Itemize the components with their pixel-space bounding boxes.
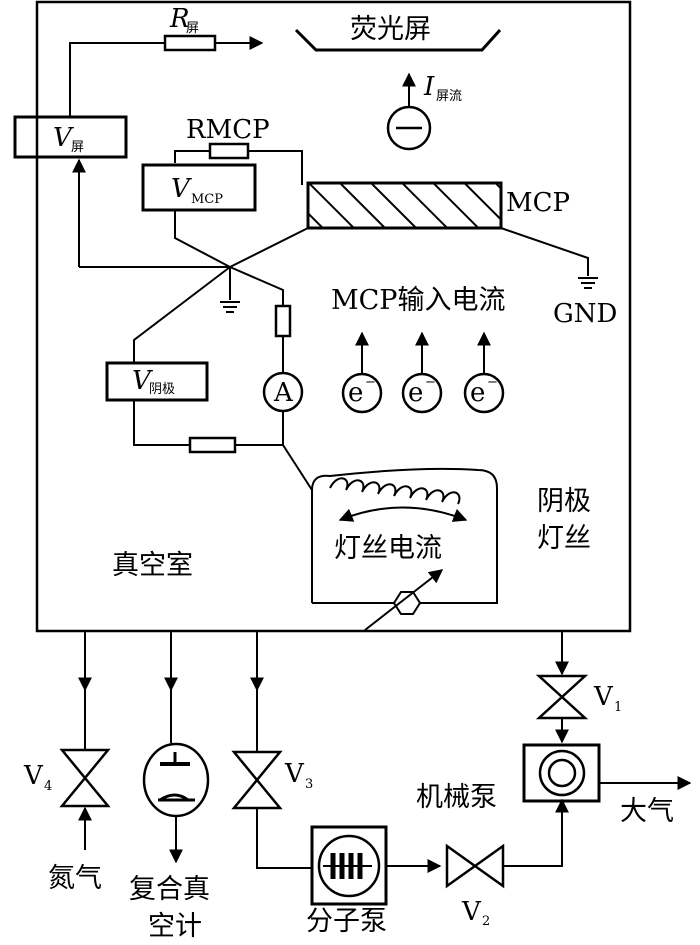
vacuum-chamber-box bbox=[35, 0, 632, 633]
electron-3-label: e bbox=[470, 378, 485, 408]
v-screen-label: V bbox=[53, 123, 74, 153]
v2-label: V bbox=[461, 897, 482, 927]
v2-sub: 2 bbox=[482, 914, 490, 929]
cathode-filament-line2: 灯丝 bbox=[537, 523, 591, 554]
phosphor-screen-shape bbox=[294, 28, 502, 52]
rmcp-label: RMCP bbox=[186, 115, 270, 145]
ammeter-series-resistor bbox=[274, 304, 292, 338]
v3-sub: 3 bbox=[305, 777, 313, 792]
cathode-filament-line1: 阴极 bbox=[537, 486, 591, 517]
v3-valve bbox=[231, 750, 283, 810]
filament-adjust-arrow bbox=[364, 569, 444, 631]
v-cathode-sub: 阴极 bbox=[149, 382, 175, 397]
rmcp-wire bbox=[174, 150, 210, 163]
r-screen-label: R bbox=[169, 4, 190, 34]
electron-1-sup: − bbox=[365, 375, 376, 390]
phosphor-screen-label: 荧光屏 bbox=[350, 14, 431, 45]
nitrogen-label: 氮气 bbox=[48, 863, 102, 894]
compound-gauge-line1: 复合真 bbox=[129, 874, 210, 905]
v-cathode-label: V bbox=[132, 366, 153, 396]
v2-valve bbox=[445, 843, 505, 889]
v4-sub: 4 bbox=[44, 779, 52, 794]
screen-supply-wire bbox=[69, 42, 165, 117]
mcp-ground-wire bbox=[500, 227, 589, 276]
mcp-input-current-label: MCP输入电流 bbox=[331, 285, 505, 316]
screen-resistor bbox=[163, 34, 217, 52]
electron-1-label: e bbox=[348, 378, 363, 408]
rmcp-resistor bbox=[208, 142, 250, 160]
filament-housing bbox=[311, 467, 498, 604]
mechanical-pump-label: 机械泵 bbox=[416, 782, 497, 813]
mechanical-pump bbox=[522, 743, 601, 803]
mcp-label: MCP bbox=[506, 188, 570, 218]
cathode-resistor bbox=[188, 436, 237, 454]
atmosphere-label: 大气 bbox=[620, 796, 674, 827]
v-cathode-supply-box bbox=[105, 361, 209, 402]
electron-2-sup: − bbox=[425, 375, 436, 390]
r-screen-sub: 屏 bbox=[186, 21, 199, 36]
v1-valve bbox=[535, 674, 589, 720]
filament-current-arc bbox=[338, 506, 468, 522]
ammeter-label: A bbox=[273, 378, 294, 408]
i-screen-label: I bbox=[423, 72, 435, 102]
v-screen-sub: 屏 bbox=[71, 140, 84, 155]
v3-label: V bbox=[284, 759, 305, 789]
gnd-label: GND bbox=[553, 299, 617, 329]
v4-valve bbox=[59, 748, 111, 808]
mcp-plate bbox=[306, 181, 503, 230]
filament-current-source bbox=[388, 591, 422, 615]
i-screen-sub: 屏流 bbox=[436, 89, 462, 104]
v1-sub: 1 bbox=[614, 700, 622, 715]
v4-label: V bbox=[23, 761, 44, 791]
filament-current-label: 灯丝电流 bbox=[334, 533, 442, 564]
v-mcp-label: V bbox=[171, 174, 192, 204]
electron-2-label: e bbox=[408, 378, 423, 408]
v-screen-supply-box bbox=[13, 115, 128, 159]
molecular-pump-label: 分子泵 bbox=[306, 906, 387, 937]
compound-gauge-line2: 空计 bbox=[148, 911, 202, 942]
filament-coils bbox=[329, 477, 461, 505]
text-labels: R 屏 荧光屏 I 屏流 V 屏 RMCP V MCP MCP GND MCP输… bbox=[23, 4, 674, 942]
v1-label: V bbox=[593, 682, 614, 712]
node-ground-symbol bbox=[220, 301, 240, 313]
electron-3-sup: − bbox=[487, 375, 498, 390]
vacuum-chamber-label: 真空室 bbox=[112, 550, 193, 581]
v-mcp-supply-box bbox=[141, 163, 257, 212]
gnd-symbol bbox=[578, 277, 598, 289]
v-mcp-sub: MCP bbox=[191, 192, 223, 207]
